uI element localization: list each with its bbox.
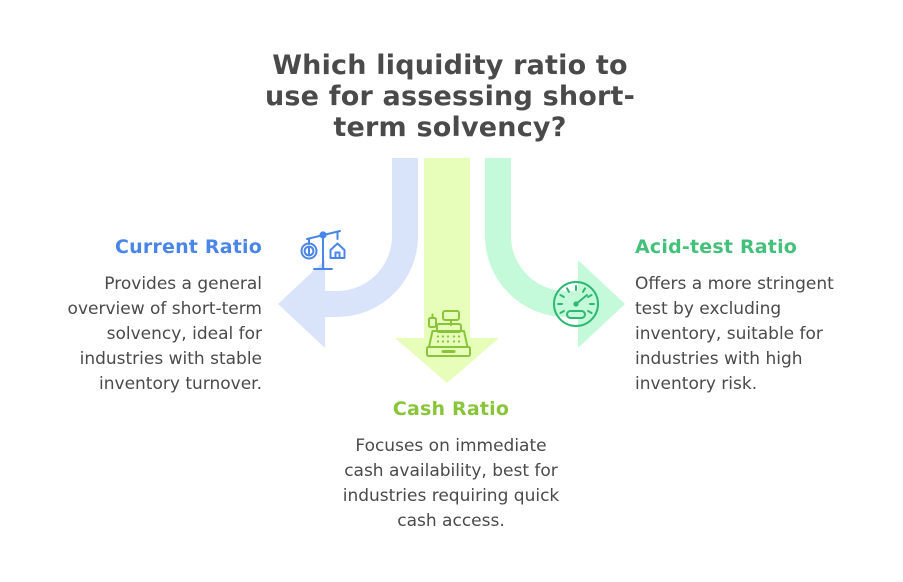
center-down-arrow (395, 158, 499, 383)
balance-scale-icon (300, 230, 346, 270)
cash-register-icon (426, 310, 471, 357)
branch-heading-cash-ratio: Cash Ratio (392, 398, 510, 420)
branch-body-current-ratio: Provides a general overview of short-ter… (67, 274, 262, 394)
branch-body-acid-test-ratio: Offers a more stringent test by excludin… (635, 274, 834, 394)
right-curved-arrow (485, 158, 625, 348)
speedometer-gauge-icon (553, 281, 599, 327)
branch-heading-acid-test-ratio: Acid-test Ratio (635, 236, 798, 258)
page-title: Which liquidity ratio to use for assessi… (264, 50, 636, 143)
left-curved-arrow (278, 158, 418, 348)
branch-heading-current-ratio: Current Ratio (114, 236, 262, 258)
branch-body-cash-ratio: Focuses on immediate cash availability, … (342, 436, 560, 531)
